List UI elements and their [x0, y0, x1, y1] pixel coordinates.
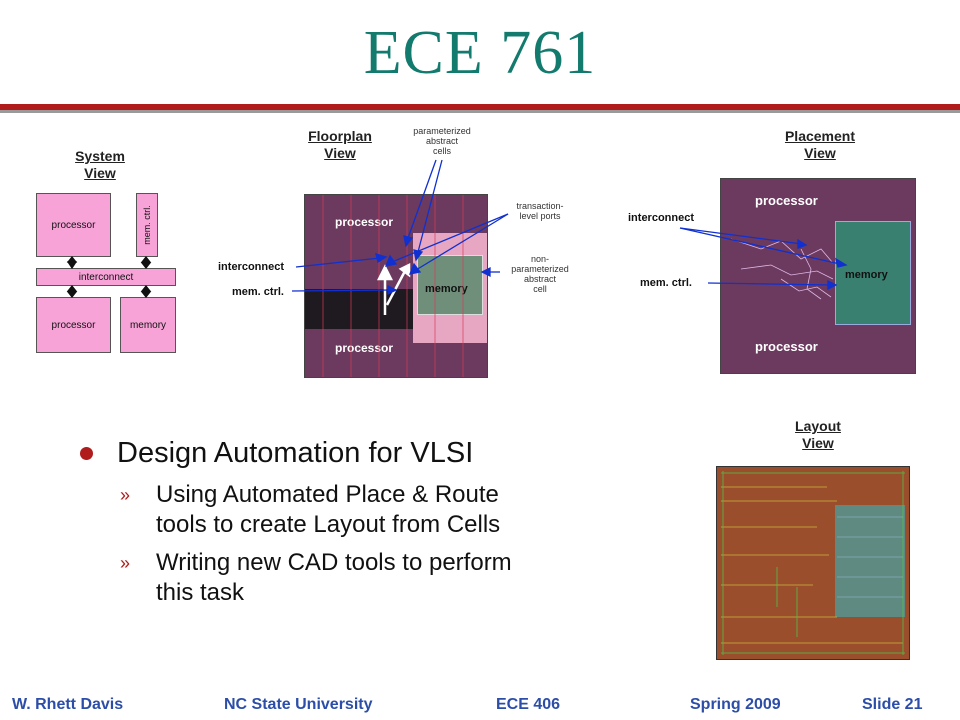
sub-bullet-marker: » — [120, 553, 131, 573]
placement-processor-top: processor — [755, 193, 818, 208]
sub-bullet-2: » Writing new CAD tools to perform this … — [120, 548, 690, 608]
floorplan-interconnect-label: interconnect — [218, 261, 285, 273]
system-view-label: System View — [60, 148, 140, 182]
note-parameterized-abstract: parameterized abstract cells — [400, 126, 484, 156]
system-view-label-line1: System — [75, 148, 125, 164]
system-mem-ctrl: mem. ctrl. — [136, 193, 158, 257]
layout-routing — [717, 467, 909, 659]
note-line: cells — [432, 146, 451, 156]
floorplan-annotation-arrows — [291, 159, 509, 296]
placement-net-scribbles — [730, 238, 834, 300]
placement-view-label-line1: Placement — [784, 128, 856, 144]
floorplan-memory-block — [417, 255, 483, 315]
footer-author: W. Rhett Davis — [12, 696, 124, 713]
system-processor-top: processor — [36, 193, 111, 257]
sub-bullet-1-line2: tools to create Layout from Cells — [156, 511, 501, 538]
note-line: abstract — [425, 136, 458, 146]
floorplan-memctrl-label: mem. ctrl. — [232, 286, 284, 298]
layout-view-label-line2: View — [802, 435, 834, 451]
note-line: parameterized — [413, 126, 471, 136]
system-view-label-line2: View — [84, 165, 116, 181]
footer-university: NC State University — [224, 696, 373, 713]
placement-view-label: Placement View — [775, 128, 865, 162]
note-line: parameterized — [511, 264, 569, 274]
sub-bullet-2-line1: Writing new CAD tools to perform — [156, 549, 512, 576]
note-line: cell — [533, 284, 547, 294]
placement-die: processor processor memory — [720, 178, 916, 374]
bullet-list: Design Automation for VLSI » Using Autom… — [80, 437, 690, 608]
sub-bullet-marker: » — [120, 485, 131, 505]
footer-slide-number: Slide 21 — [862, 696, 923, 713]
floorplan-view-label-line2: View — [324, 145, 356, 161]
system-interconnect: interconnect — [36, 268, 176, 286]
note-line: non- — [530, 254, 549, 264]
floorplan-view-label: Floorplan View — [296, 128, 384, 162]
sub-bullet-2-text: Writing new CAD tools to perform this ta… — [156, 548, 512, 608]
layout-view-label: Layout View — [780, 418, 856, 452]
note-nonparameterized: non- parameterized abstract cell — [502, 254, 578, 294]
placement-interconnect-label: interconnect — [628, 212, 695, 224]
note-line: abstract — [523, 274, 556, 284]
placement-memory-label: memory — [845, 269, 888, 281]
title-rule — [0, 104, 960, 110]
sub-bullet-1-line1: Using Automated Place & Route — [156, 481, 499, 508]
sub-bullet-1-text: Using Automated Place & Route tools to c… — [156, 480, 500, 540]
placement-processor-bottom: processor — [755, 339, 818, 354]
system-view-arrows — [66, 256, 152, 298]
title-rule-shadow — [0, 110, 960, 113]
footer-term: Spring 2009 — [690, 696, 781, 713]
bullet-dot-icon — [80, 447, 93, 460]
main-bullet-text: Design Automation for VLSI — [117, 437, 474, 469]
floorplan-view-label-line1: Floorplan — [308, 128, 372, 144]
placement-annotation-arrows — [679, 227, 848, 291]
slide-title: ECE 761 — [363, 19, 597, 87]
system-memory: memory — [120, 297, 176, 353]
floorplan-grid-lines — [322, 195, 464, 377]
main-bullet: Design Automation for VLSI — [80, 437, 690, 470]
note-line: transaction- — [516, 201, 564, 211]
sub-bullet-2-line2: this task — [156, 579, 245, 606]
placement-memory-block — [835, 221, 911, 325]
layout-view-label-line1: Layout — [795, 418, 841, 434]
note-line: level ports — [519, 211, 561, 221]
footer-course: ECE 406 — [496, 696, 561, 713]
floorplan-die: processor processor memory — [304, 194, 488, 378]
note-transaction-ports: transaction- level ports — [508, 201, 572, 221]
system-processor-bottom: processor — [36, 297, 111, 353]
placement-memctrl-label: mem. ctrl. — [640, 277, 692, 289]
floorplan-memory-label: memory — [425, 283, 468, 295]
layout-die — [716, 466, 910, 660]
sub-bullet-1: » Using Automated Place & Route tools to… — [120, 480, 690, 540]
placement-view-label-line2: View — [804, 145, 836, 161]
